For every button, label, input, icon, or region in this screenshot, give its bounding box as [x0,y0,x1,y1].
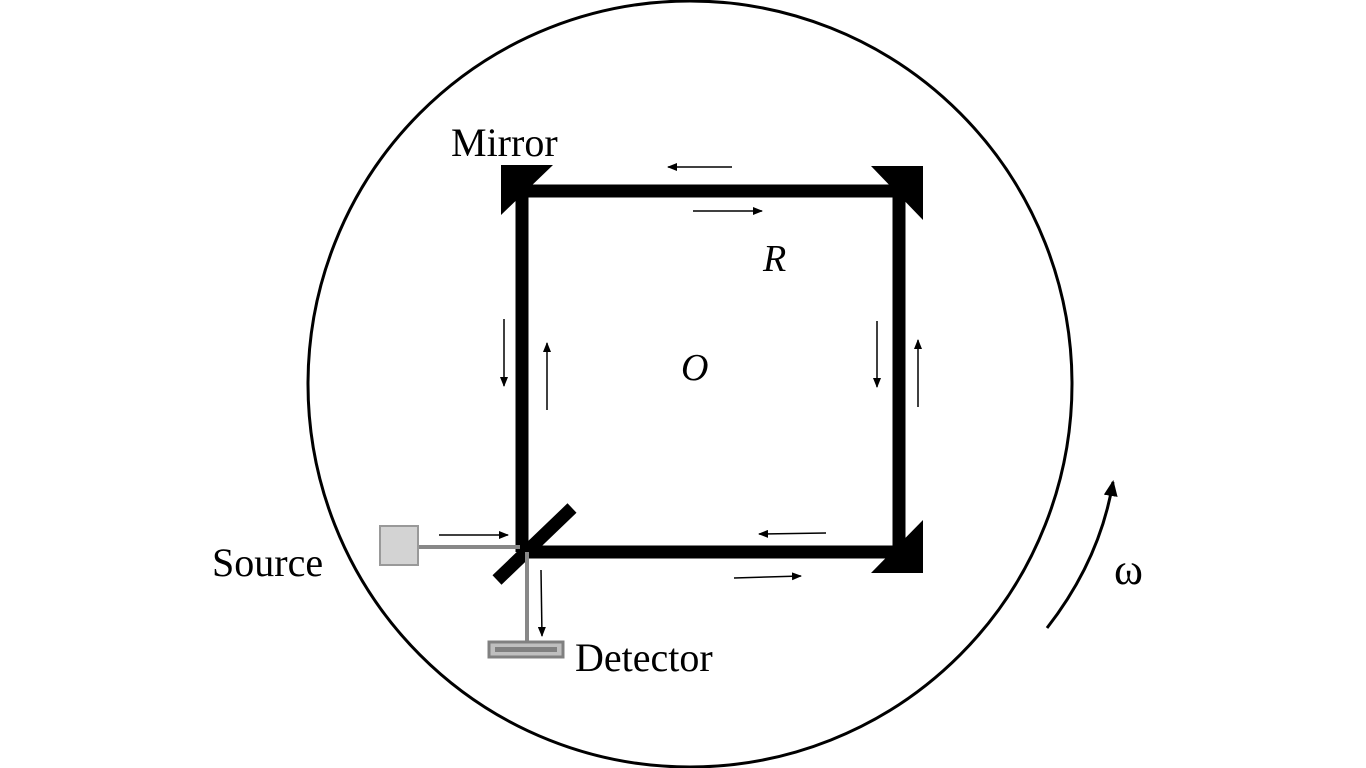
source-label: Source [212,540,323,585]
mirror-top-left [501,165,553,215]
rotation-arrow [1045,480,1118,629]
source-box [379,525,419,566]
path-label-r: R [762,238,786,280]
angular-velocity-label: ω [1114,545,1143,594]
beam-splitter [492,503,577,585]
arrow-detector-output [537,569,546,637]
beam-direction-arrows [439,163,922,637]
detector-plate-inner [495,647,557,652]
mirror-label: Mirror [451,120,558,165]
detector-label: Detector [575,635,713,680]
center-label-o: O [681,347,708,389]
arrow-bottom-leftward [758,529,827,538]
square-light-path [515,184,906,559]
arrow-bottom-rightward [733,572,802,581]
mirror-bottom-right [871,520,923,573]
mirror-top-right [871,166,923,220]
rotating-platform-circle [306,0,1074,768]
